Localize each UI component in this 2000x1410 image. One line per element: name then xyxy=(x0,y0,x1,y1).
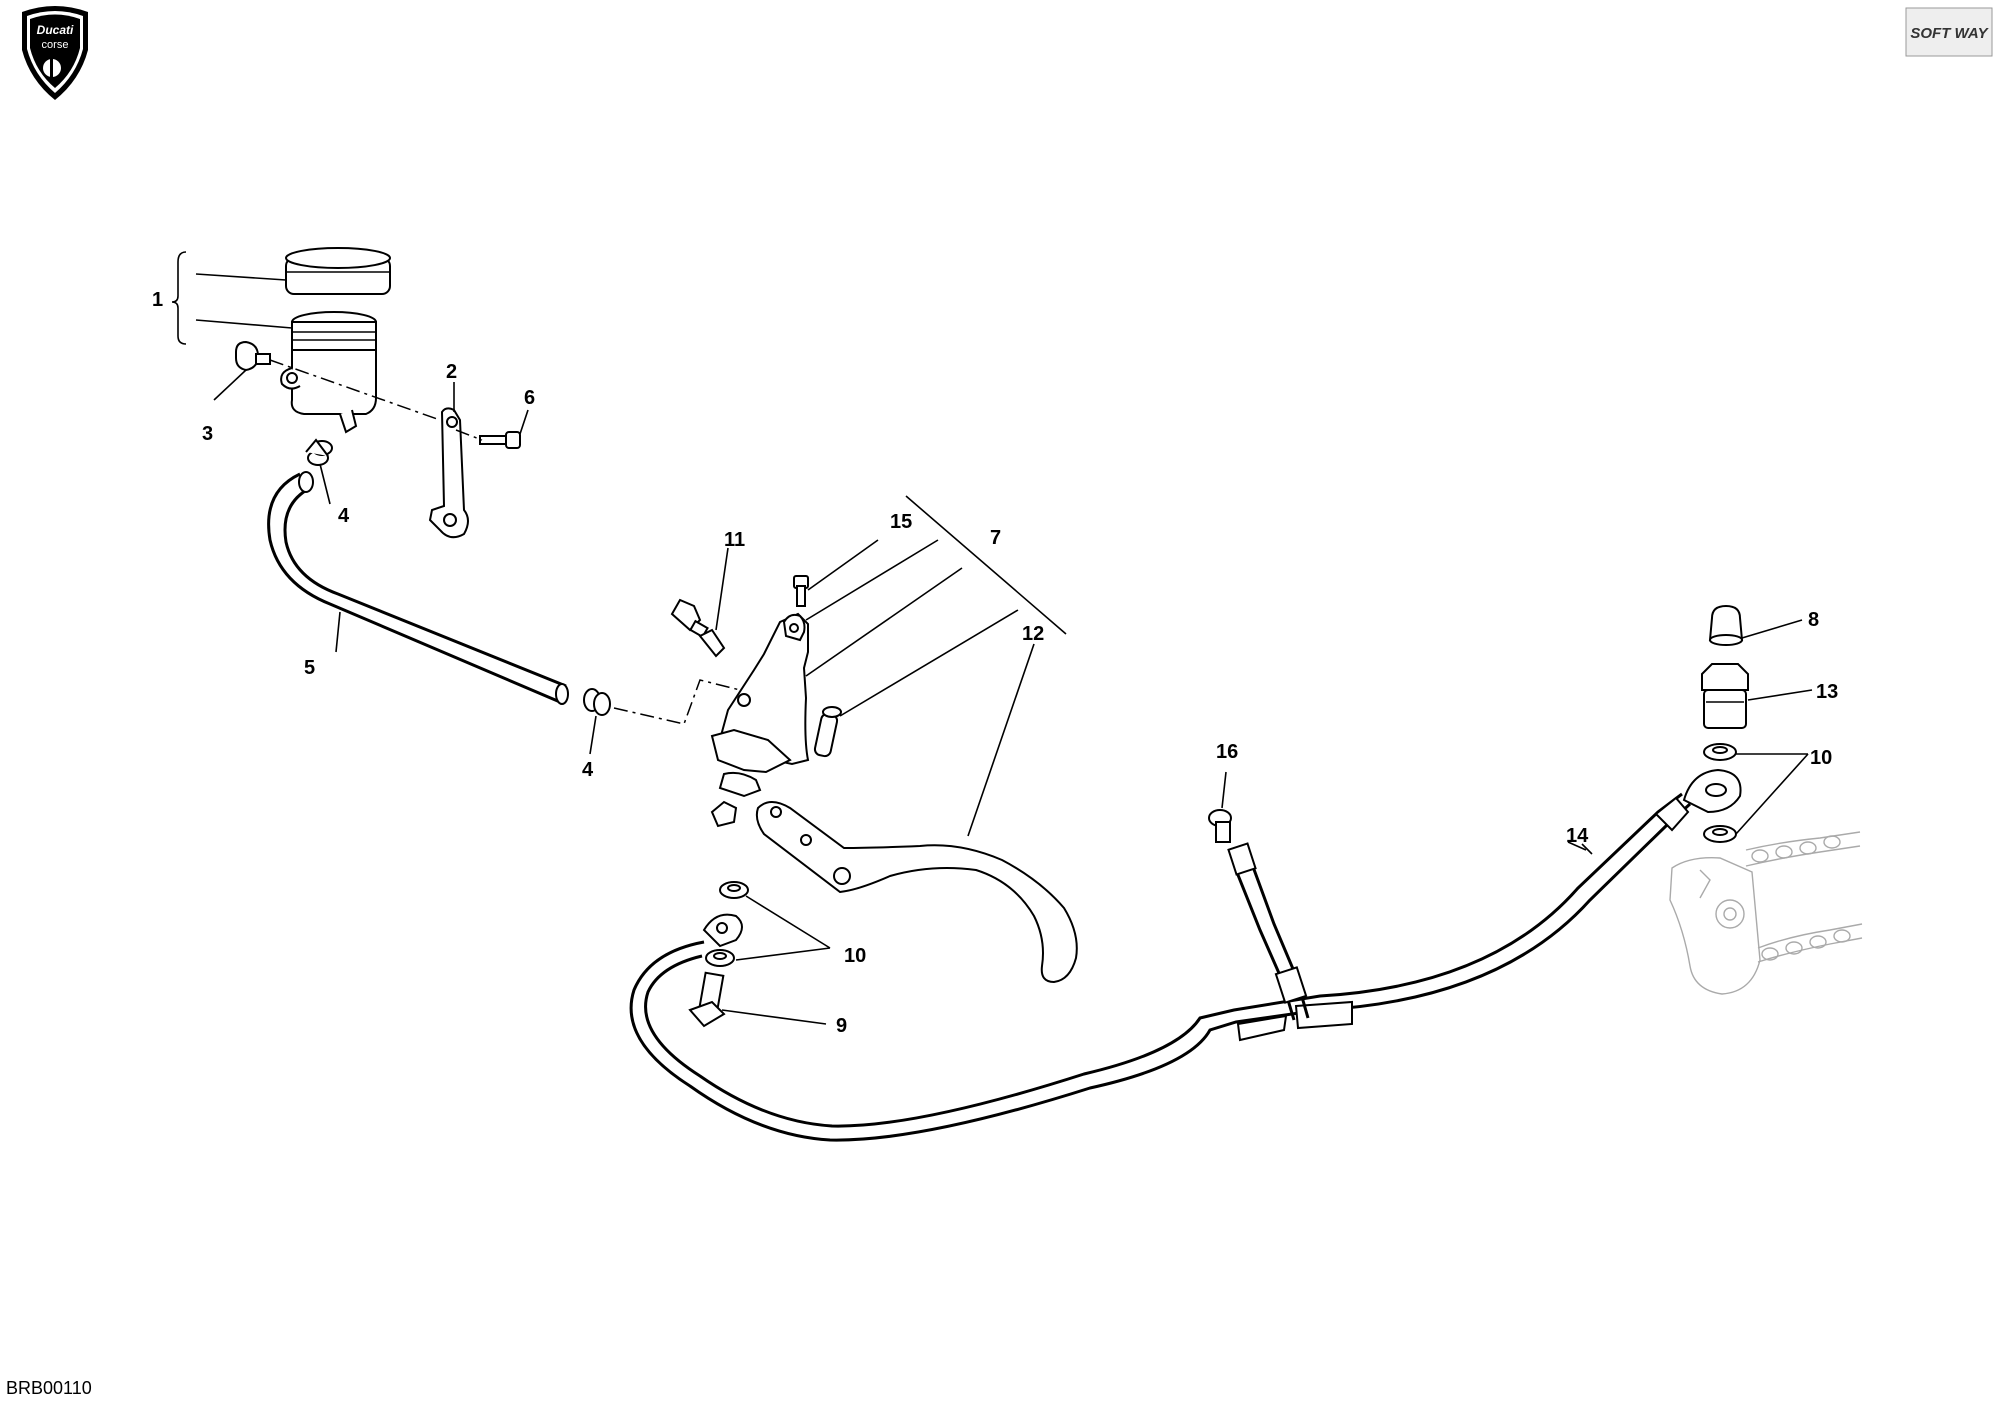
callout-7: 7 xyxy=(990,527,1001,549)
bleed-valve-cap xyxy=(1708,604,1744,646)
hose-clip-upper xyxy=(305,438,333,466)
fluid-reservoir xyxy=(280,311,377,434)
callout-9: 9 xyxy=(836,1015,847,1037)
ducati-corse-logo: Ducati corse xyxy=(22,6,88,100)
reservoir-feed-hose xyxy=(267,471,569,705)
banjo-bolt-left xyxy=(688,971,726,1028)
callout-14: 14 xyxy=(1566,825,1589,847)
bracket-bolt xyxy=(479,431,521,449)
callout-8: 8 xyxy=(1808,609,1819,631)
reservoir-bracket xyxy=(428,407,469,539)
background-engine-casing xyxy=(1669,857,1761,995)
bleed-screw-16 xyxy=(1208,809,1232,843)
clutch-lever xyxy=(755,801,1078,984)
background-drive-chain xyxy=(1745,831,1863,963)
softway-logo-text: SOFT WAY xyxy=(1910,25,1989,42)
logo-brand: Ducati xyxy=(37,23,74,37)
hose-clip-lower xyxy=(583,688,611,716)
callout-11: 11 xyxy=(724,529,745,551)
bleed-fitting xyxy=(670,598,726,658)
callout-16: 16 xyxy=(1216,741,1238,763)
callout-10a: 10 xyxy=(844,945,866,967)
banjo-fitting-left xyxy=(702,913,743,948)
bleed-branch-line xyxy=(1227,842,1310,1021)
reservoir-cap xyxy=(285,247,391,295)
bracket-1 xyxy=(171,251,187,345)
callout-2: 2 xyxy=(446,361,457,383)
banjo-washer-lower-left xyxy=(705,949,735,967)
callout-4a: 4 xyxy=(338,505,350,527)
callout-10b: 10 xyxy=(1810,747,1832,769)
logo-subtitle: corse xyxy=(42,39,69,51)
callout-6: 6 xyxy=(524,387,535,409)
banjo-fitting-right xyxy=(1682,768,1742,814)
banjo-washer-upper-left xyxy=(719,881,749,899)
banjo-washer-lower-right xyxy=(1703,825,1737,843)
callout-13: 13 xyxy=(1816,681,1838,703)
callout-3: 3 xyxy=(202,423,213,445)
callout-12: 12 xyxy=(1022,623,1044,645)
softway-logo: SOFT WAY xyxy=(1905,7,1993,57)
master-cylinder-screw xyxy=(793,575,809,607)
cap-screw xyxy=(235,340,271,372)
lever-pivot-pin xyxy=(813,706,842,758)
banjo-washer-upper-right xyxy=(1703,743,1737,761)
callout-5: 5 xyxy=(304,657,315,679)
bleed-valve-body xyxy=(1701,663,1749,729)
callout-1: 1 xyxy=(152,289,163,311)
clutch-hydraulic-hose xyxy=(629,792,1692,1142)
bracket-7 xyxy=(905,495,1067,635)
callout-15: 15 xyxy=(890,511,912,533)
pivot-nut xyxy=(710,800,738,828)
drawing-code: BRB00110 xyxy=(6,1378,92,1398)
callout-4b: 4 xyxy=(582,759,594,781)
clutch-master-cylinder xyxy=(710,612,810,798)
